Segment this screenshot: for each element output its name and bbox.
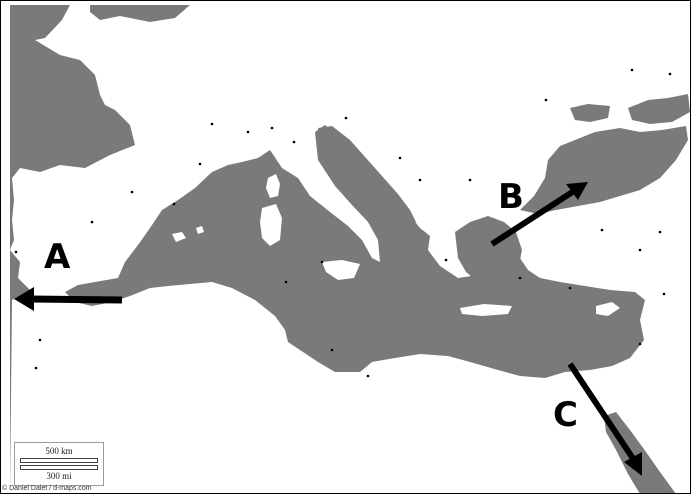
- red-sea: [604, 412, 676, 494]
- adriatic-sea: [318, 126, 416, 226]
- sicily-island: [322, 260, 360, 280]
- northeast-sea-fragment: [628, 94, 690, 124]
- label-a: A: [44, 237, 71, 277]
- arrow-c: [567, 362, 642, 476]
- arrow-a: [14, 287, 123, 311]
- balearic-islands: [172, 226, 204, 242]
- corsica-island: [266, 174, 280, 198]
- label-c: C: [553, 395, 578, 435]
- sea-of-azov: [570, 104, 610, 122]
- black-sea: [520, 126, 688, 214]
- scale-bar: 500 km 300 mi: [14, 442, 104, 486]
- scale-mi-label: 300 mi: [46, 471, 72, 481]
- scale-km-bar: [20, 458, 98, 463]
- mediterranean-sea: [65, 125, 645, 378]
- north-sea-fragment: [90, 5, 190, 22]
- atlantic-ocean: [10, 5, 135, 494]
- map-credit: © Daniel Dalet / d-maps.com: [2, 485, 92, 492]
- scale-km-label: 500 km: [45, 446, 73, 456]
- cyprus-island: [596, 302, 620, 316]
- city-dots: [14, 68, 672, 378]
- scale-mi-bar: [20, 465, 98, 470]
- label-b: B: [498, 177, 524, 217]
- arrow-b: [490, 182, 588, 247]
- sardinia-island: [260, 204, 282, 246]
- crete-island: [460, 304, 512, 316]
